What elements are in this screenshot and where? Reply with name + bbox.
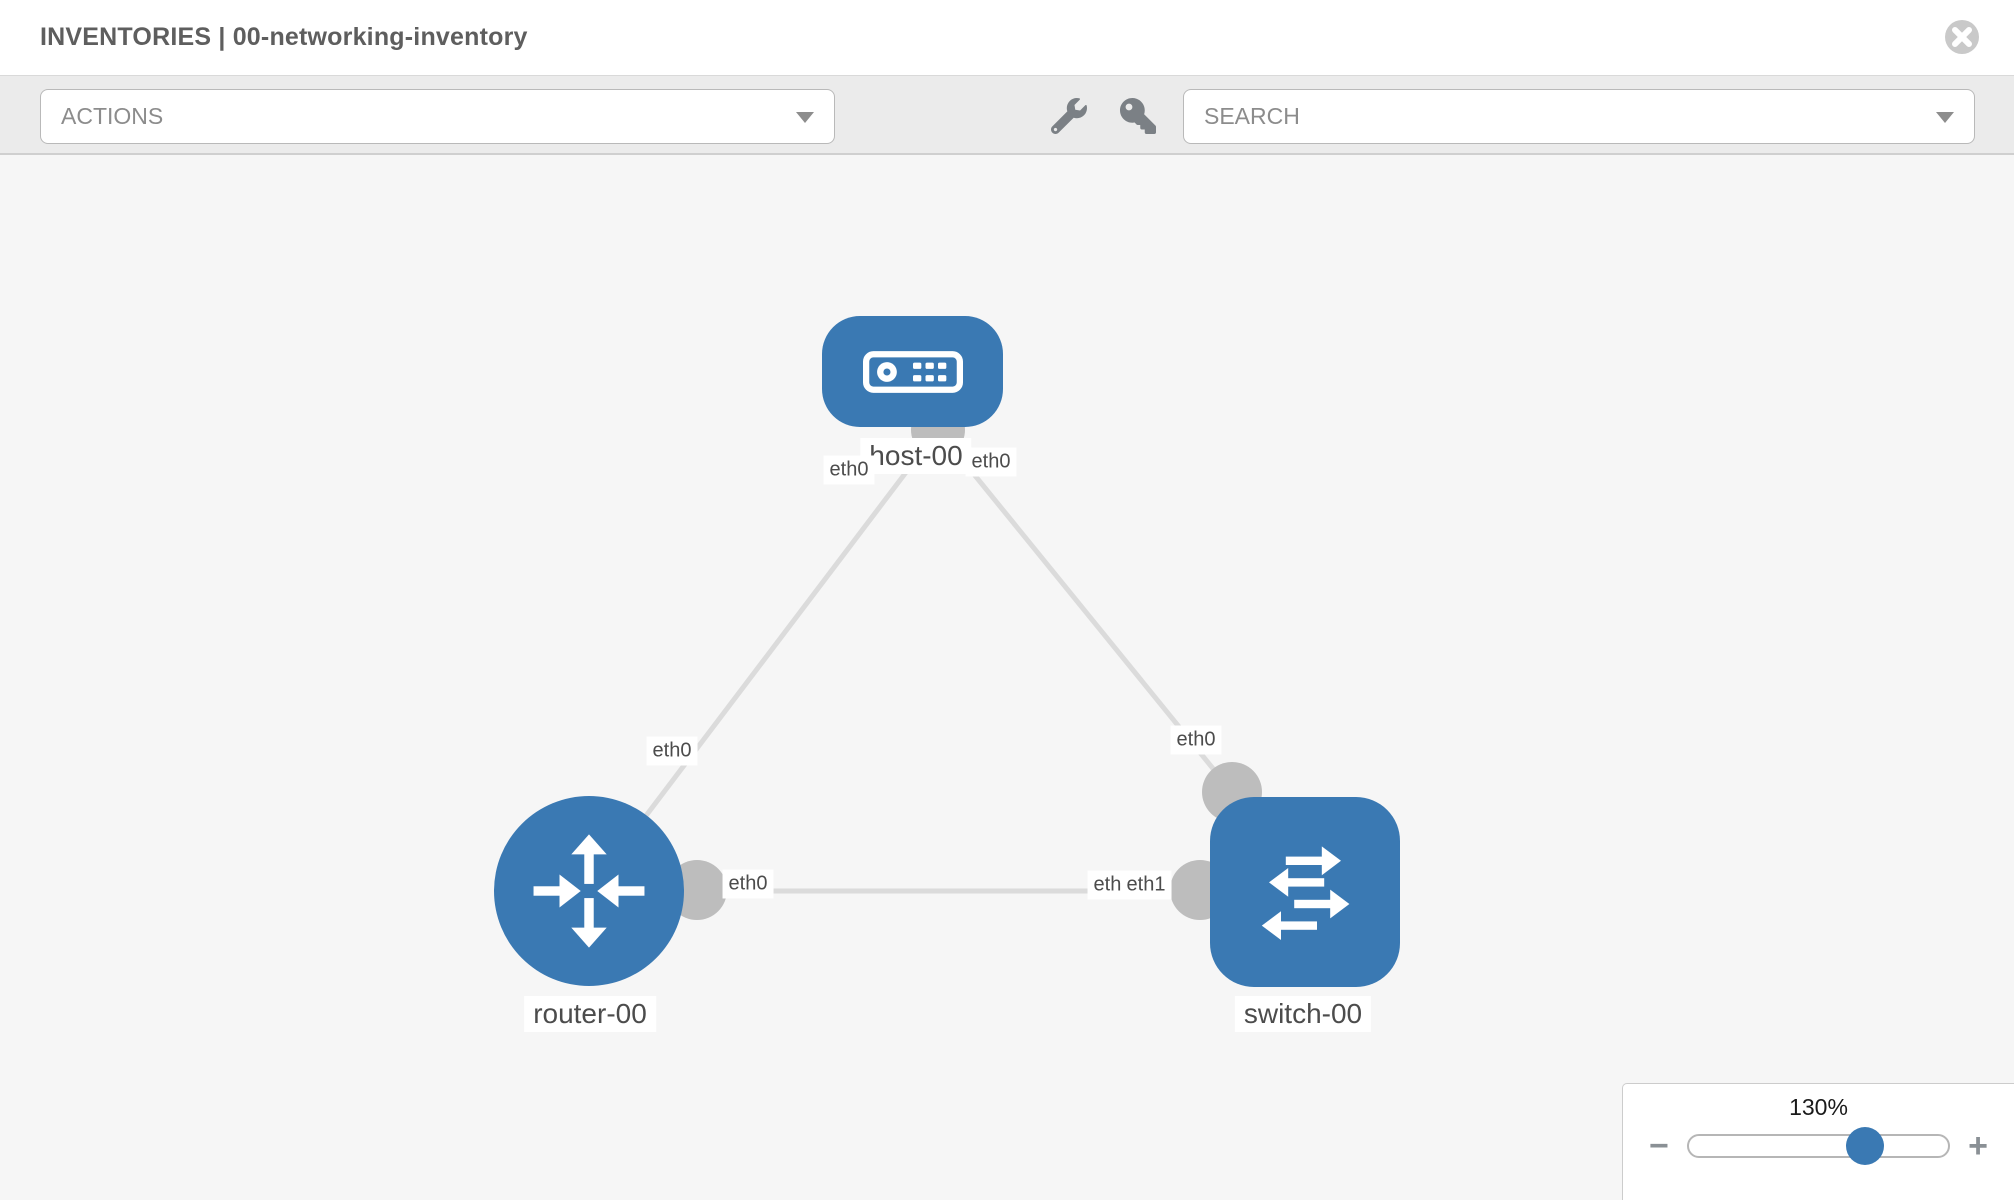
interface-label: eth0	[965, 447, 1017, 477]
topology-canvas[interactable]: host-00 router-00 switch-00 eth0 eth0 et…	[0, 155, 2014, 1200]
zoom-percent-label: 130%	[1789, 1094, 1848, 1120]
chevron-down-icon	[796, 111, 814, 123]
node-label-switch: switch-00	[1234, 996, 1372, 1032]
link-host-router	[587, 428, 940, 893]
node-host[interactable]	[822, 316, 1003, 427]
switch-icon	[1261, 846, 1350, 940]
search-input[interactable]	[1184, 90, 1884, 143]
chevron-down-icon	[1936, 111, 1954, 123]
zoom-slider-track[interactable]	[1686, 1127, 1951, 1165]
toolbar: ACTIONS	[0, 75, 2014, 155]
close-icon[interactable]	[1944, 19, 1980, 55]
actions-dropdown-label: ACTIONS	[61, 103, 164, 129]
node-switch[interactable]	[1210, 797, 1400, 987]
header: INVENTORIES | 00-networking-inventory	[0, 0, 2014, 75]
zoom-out-button[interactable]: −	[1649, 1127, 1669, 1165]
links-layer	[587, 403, 1305, 920]
key-icon[interactable]	[1120, 98, 1156, 134]
interface-label: eth0	[1170, 725, 1222, 755]
actions-dropdown[interactable]: ACTIONS	[40, 89, 835, 144]
interface-label: eth0	[823, 455, 875, 485]
node-label-router: router-00	[524, 996, 656, 1032]
zoom-control-panel: 130% − +	[1622, 1083, 2014, 1200]
page-title: INVENTORIES | 00-networking-inventory	[40, 23, 528, 51]
search-dropdown[interactable]	[1183, 89, 1975, 144]
router-icon	[533, 834, 645, 948]
wrench-icon[interactable]	[1050, 98, 1087, 135]
zoom-in-button[interactable]: +	[1968, 1127, 1988, 1165]
interface-label: eth1	[1120, 870, 1172, 900]
node-label-host: host-00	[860, 438, 972, 474]
interface-label: eth0	[722, 869, 774, 899]
node-router[interactable]	[494, 796, 684, 986]
zoom-slider-handle[interactable]	[1846, 1127, 1885, 1165]
host-icon	[862, 350, 963, 393]
interface-label: eth0	[646, 736, 698, 766]
